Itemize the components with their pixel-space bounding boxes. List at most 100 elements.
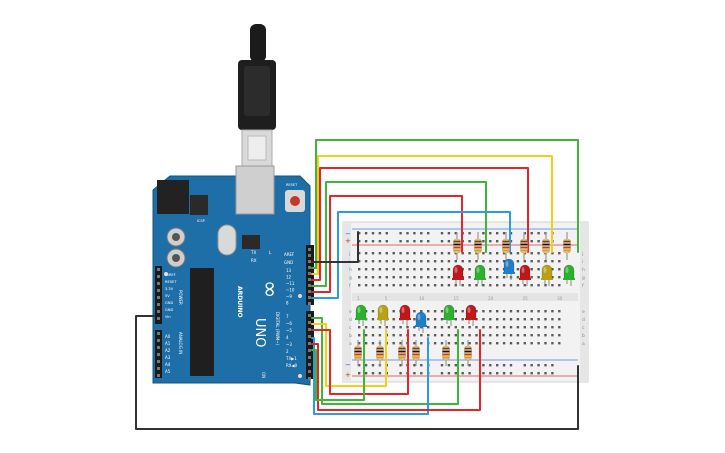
l-label: L	[269, 250, 272, 255]
row-letter: i	[582, 259, 583, 265]
resistor	[464, 340, 472, 366]
svg-text:−: −	[345, 230, 351, 238]
row-letter: f	[349, 283, 351, 289]
resistor	[563, 232, 571, 260]
power-header	[155, 266, 162, 324]
resistor	[520, 232, 528, 260]
column-number: 30	[557, 296, 563, 301]
pin-label: ~10	[286, 288, 295, 293]
leds-bottom-row	[355, 304, 477, 333]
wire-black-ground-loop	[135, 315, 579, 430]
gnd-label: GND	[284, 260, 293, 265]
led-red	[465, 304, 477, 326]
row-letter: d	[349, 317, 352, 323]
wire-red-pin11	[311, 167, 529, 281]
wire-green-pin7	[311, 317, 459, 405]
rx-label: RX	[251, 258, 257, 263]
on-label: ON	[261, 372, 266, 378]
row-letter: c	[582, 326, 585, 331]
resistor	[442, 340, 450, 366]
led-green	[355, 304, 367, 326]
row-letter: c	[349, 326, 352, 331]
column-number: 1	[357, 296, 360, 301]
pin-label: 7	[286, 314, 289, 319]
row-letter: g	[349, 276, 352, 281]
analog-pin-label: A2	[165, 348, 171, 353]
usb-port	[235, 165, 275, 215]
led-yellow	[377, 304, 389, 326]
power-jack	[157, 180, 189, 214]
row-letter: e	[349, 310, 352, 315]
svg-text:−: −	[345, 361, 351, 369]
leds-top-row	[452, 258, 575, 286]
led-red	[452, 264, 464, 286]
analog-pin-label: A5	[165, 369, 171, 374]
resistor	[542, 232, 550, 260]
pin-label: 13	[286, 268, 292, 273]
power-pin-label: Vin	[165, 315, 171, 319]
wire-green-pin13	[311, 139, 579, 269]
pin-label: 4	[286, 335, 289, 340]
led-green	[474, 264, 486, 286]
analog-header-label: ANALOG IN	[178, 332, 183, 354]
row-letter: a	[582, 342, 585, 347]
column-number: 15	[454, 296, 460, 301]
crystal-icon	[217, 224, 237, 256]
resistor	[412, 340, 420, 366]
digital-header-label: DIGITAL (PWM~)	[275, 312, 280, 346]
row-letter: f	[582, 283, 584, 289]
wire-yellow-pin6	[311, 323, 387, 387]
row-letter: g	[582, 276, 585, 281]
power-pin-label: 5V	[165, 294, 170, 298]
pin-label: 12	[286, 275, 292, 280]
power-pin-label: GND	[165, 308, 173, 312]
row-letter: e	[582, 310, 585, 315]
wire-yellow-pin12	[311, 155, 553, 275]
aref-label: AREF	[284, 252, 295, 257]
board-model: UNO	[252, 318, 267, 347]
resistor	[376, 340, 384, 366]
power-pin-label: GND	[165, 301, 173, 305]
usb-cable	[238, 24, 276, 167]
analog-pin-label: A4	[165, 362, 171, 367]
column-number: 20	[488, 296, 494, 301]
led-yellow	[541, 264, 553, 286]
svg-text:+: +	[345, 371, 351, 379]
wire-green-pin10	[311, 181, 487, 287]
wire-black-gnd	[311, 231, 359, 263]
analog-pin-label: A1	[165, 341, 171, 346]
pin-label: ~11	[286, 281, 295, 286]
column-number: 10	[419, 296, 425, 301]
arduino-board: ∞ ARDUINO UNO DIGITAL (PWM~) ANALOG IN P…	[152, 165, 314, 386]
pin-label: ~3	[286, 342, 292, 347]
board-logo: ∞	[257, 280, 282, 298]
tx-label: TX	[250, 250, 256, 255]
row-letter: b	[582, 333, 585, 339]
board-brand: ARDUINO	[236, 286, 243, 317]
power-header-label: POWER	[178, 290, 183, 305]
led-green	[443, 304, 455, 326]
column-number: 5	[385, 296, 388, 301]
microcontroller-chip	[190, 268, 214, 376]
icsp-label: ICSP	[197, 219, 205, 223]
led-red	[399, 304, 411, 326]
row-letter: d	[582, 317, 585, 323]
wire-blue-pin4	[311, 337, 429, 415]
led-blue	[415, 311, 427, 333]
power-pin-label: IOREF	[165, 273, 176, 277]
svg-text:+: +	[345, 237, 351, 245]
wire-red-pin9	[311, 195, 463, 293]
wire-blue-pin8	[311, 211, 511, 299]
led-green	[563, 264, 575, 286]
resistor	[354, 340, 362, 366]
row-letter: j	[581, 251, 583, 257]
resistor	[453, 232, 461, 260]
row-letter: h	[582, 267, 585, 273]
row-letter: a	[349, 342, 352, 347]
pin-label: ~9	[286, 294, 292, 299]
resistor	[474, 232, 482, 260]
led-red	[519, 264, 531, 286]
resistor	[502, 232, 510, 260]
led-blue	[503, 258, 515, 280]
